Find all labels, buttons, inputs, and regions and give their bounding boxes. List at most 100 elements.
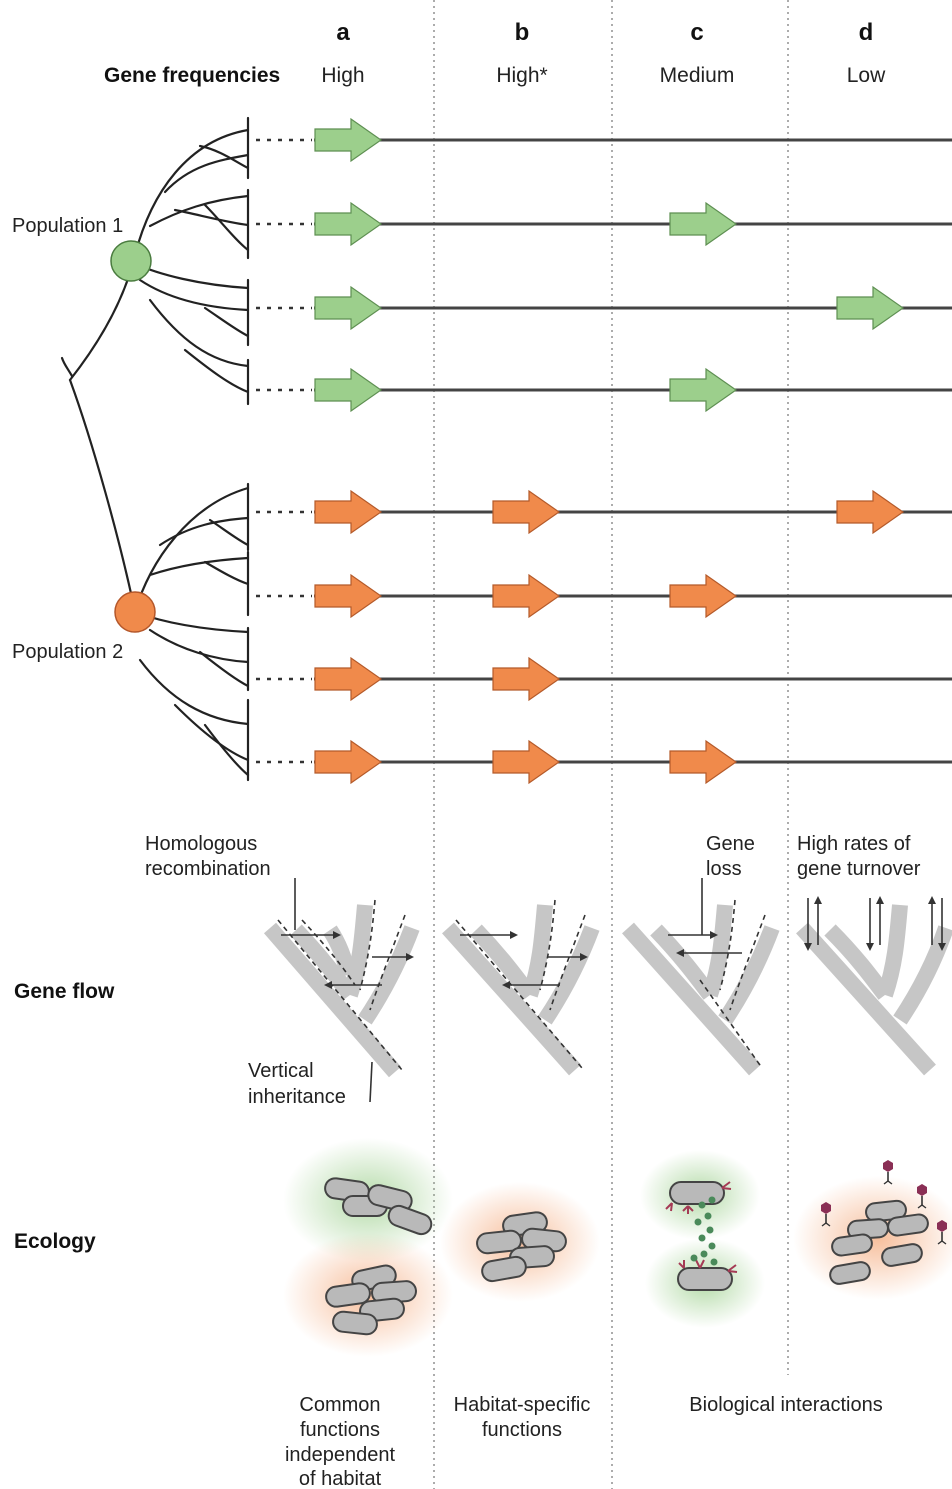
signal-molecule xyxy=(705,1213,712,1220)
signal-molecule xyxy=(709,1243,716,1250)
phage-head xyxy=(883,1160,893,1172)
label-homologous: Homologous xyxy=(145,833,257,855)
gene-rows xyxy=(256,119,952,783)
tree-branch-pop2 xyxy=(70,380,135,612)
gene-arrow-a xyxy=(315,203,381,245)
gene-flow-panel-b xyxy=(448,900,592,1070)
gene-arrow-a xyxy=(315,369,381,411)
label-common: Common xyxy=(299,1394,380,1416)
gene-arrow-b xyxy=(493,575,559,617)
tree-pop1-branch xyxy=(205,308,248,336)
label-independent: independent xyxy=(285,1444,396,1466)
label-loss: loss xyxy=(706,858,742,880)
label-gene-turnover: gene turnover xyxy=(797,858,921,880)
gene-flow-branch xyxy=(885,905,900,995)
signal-molecule xyxy=(691,1255,698,1262)
ecology-panel-d xyxy=(793,1160,952,1300)
frequency-d: Low xyxy=(847,64,886,87)
signal-molecule xyxy=(699,1235,706,1242)
population-2-label: Population 2 xyxy=(12,641,123,663)
tree-pop2-branch xyxy=(150,630,248,662)
label-of-habitat: of habitat xyxy=(299,1468,382,1489)
gene-arrow-d xyxy=(837,491,903,533)
label-inheritance: inheritance xyxy=(248,1086,346,1108)
row-label-ecology: Ecology xyxy=(14,1230,96,1253)
gene-flow-branch xyxy=(545,928,592,1020)
label-high-rates: High rates of xyxy=(797,833,911,855)
gene-arrow-d xyxy=(837,287,903,329)
gene-arrow-c xyxy=(670,203,736,245)
population-2-node xyxy=(115,592,155,632)
ecology-panel-a xyxy=(283,1138,453,1357)
row-label-gene-frequencies: Gene frequencies xyxy=(104,64,280,87)
signal-molecule xyxy=(711,1259,718,1266)
label-vertical: Vertical xyxy=(248,1060,314,1082)
tree-pop1-branch xyxy=(205,205,248,250)
signal-molecule xyxy=(699,1202,706,1209)
tree-pop2-branch xyxy=(205,562,248,584)
gene-flow-branch xyxy=(725,928,772,1020)
signal-molecule xyxy=(707,1227,714,1234)
gene-arrow-a xyxy=(315,119,381,161)
gene-flow-panel-c xyxy=(628,878,772,1070)
tree-pop2-branch xyxy=(210,520,248,545)
bacterium-icon xyxy=(332,1311,378,1335)
tree-branch-pop1 xyxy=(70,263,133,380)
tree-pop2-branch xyxy=(205,725,248,775)
tree-pop1-branch xyxy=(185,350,248,392)
tree-pop2-branch xyxy=(150,558,248,575)
row-label-gene-flow: Gene flow xyxy=(14,980,115,1003)
column-letter-d: d xyxy=(859,19,874,46)
label-habitat-specific: Habitat-specific xyxy=(454,1394,591,1416)
column-letter-b: b xyxy=(515,19,530,46)
label-biological-interactions: Biological interactions xyxy=(689,1394,882,1416)
gene-flow-pointer xyxy=(370,1062,372,1102)
tree-pop2-branch xyxy=(135,488,248,612)
population-1-node xyxy=(111,241,151,281)
gene-arrow-c xyxy=(670,575,736,617)
gene-arrow-b xyxy=(493,491,559,533)
bacterium-icon xyxy=(678,1268,732,1290)
gene-flow-branch xyxy=(900,928,946,1020)
gene-arrow-b xyxy=(493,658,559,700)
turnover-arrowhead xyxy=(876,896,884,904)
gene-arrow-a xyxy=(315,287,381,329)
tree-pop2-branch xyxy=(200,652,248,686)
signal-molecule xyxy=(709,1197,716,1204)
label-functions: functions xyxy=(300,1419,380,1441)
column-letter-c: c xyxy=(690,19,703,46)
function-labels: Common functions independent of habitat … xyxy=(285,1394,883,1489)
label-gene: Gene xyxy=(706,833,755,855)
ecology-panel-b xyxy=(440,1182,600,1302)
gene-arrow-a xyxy=(315,575,381,617)
signal-molecule xyxy=(701,1251,708,1258)
frequency-c: Medium xyxy=(660,64,735,87)
gene-arrow-b xyxy=(493,741,559,783)
gene-arrow-a xyxy=(315,658,381,700)
gene-arrow-a xyxy=(315,491,381,533)
turnover-arrowhead xyxy=(866,943,874,951)
gene-flow-branch xyxy=(365,928,412,1020)
turnover-arrowhead xyxy=(928,896,936,904)
gene-flow-panel-d xyxy=(802,896,946,1070)
gene-arrow-c xyxy=(670,369,736,411)
signal-molecule xyxy=(695,1219,702,1226)
tree-pop2-branch xyxy=(140,660,248,724)
frequency-a: High xyxy=(321,64,364,87)
label-habitat-functions: functions xyxy=(482,1419,562,1441)
column-letter-a: a xyxy=(336,19,350,46)
turnover-arrowhead xyxy=(814,896,822,904)
frequency-b: High* xyxy=(496,64,547,87)
tree-pop1-branch xyxy=(133,130,248,263)
gene-arrow-c xyxy=(670,741,736,783)
column-headers: a b c d High High* Medium Low xyxy=(321,19,886,87)
tree-pop1-branch xyxy=(140,280,248,310)
ecology-panel-c xyxy=(640,1150,765,1328)
population-1-label: Population 1 xyxy=(12,215,123,237)
bacterium-icon xyxy=(670,1182,724,1204)
tree-root-stub xyxy=(62,358,72,376)
gene-arrow-a xyxy=(315,741,381,783)
label-recombination: recombination xyxy=(145,858,271,880)
gene-flow-arrowhead xyxy=(510,931,518,939)
